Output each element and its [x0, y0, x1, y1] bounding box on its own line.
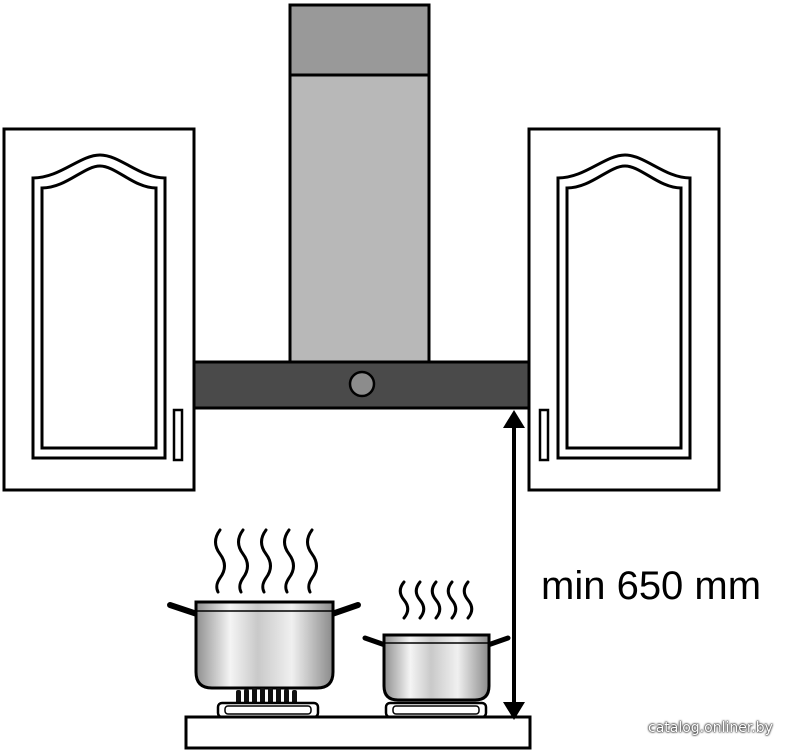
burner-flames	[236, 688, 297, 704]
hood-canopy	[192, 360, 531, 410]
large-pot-right-handle	[329, 602, 361, 617]
steam-small-pot	[398, 580, 474, 620]
steam-large-pot	[214, 528, 318, 594]
hood-chimney	[288, 3, 431, 364]
small-pot-left-handle	[362, 635, 388, 648]
burner-grates	[216, 701, 488, 719]
clearance-dimension-label: min 650 mm	[541, 564, 762, 608]
large-pot-left-handle	[167, 602, 200, 617]
cooktop	[184, 715, 532, 750]
chimney-body-section	[288, 73, 431, 364]
left-cabinet	[2, 127, 196, 492]
left-cabinet-door-frame	[31, 153, 167, 460]
clearance-dimension-arrow	[503, 410, 525, 720]
watermark: catalog.onliner.by	[648, 720, 773, 736]
chimney-top-section	[288, 3, 431, 77]
left-cabinet-handle	[172, 408, 184, 462]
large-pot	[167, 600, 361, 690]
right-cabinet-handle	[538, 408, 550, 462]
small-pot	[362, 633, 511, 702]
left-cabinet-door-panel	[40, 164, 158, 450]
small-pot-right-handle	[485, 635, 511, 648]
right-cabinet	[527, 127, 721, 492]
right-cabinet-door-frame	[556, 153, 692, 460]
hood-control-knob	[348, 370, 376, 398]
right-cabinet-door-panel	[565, 164, 683, 450]
